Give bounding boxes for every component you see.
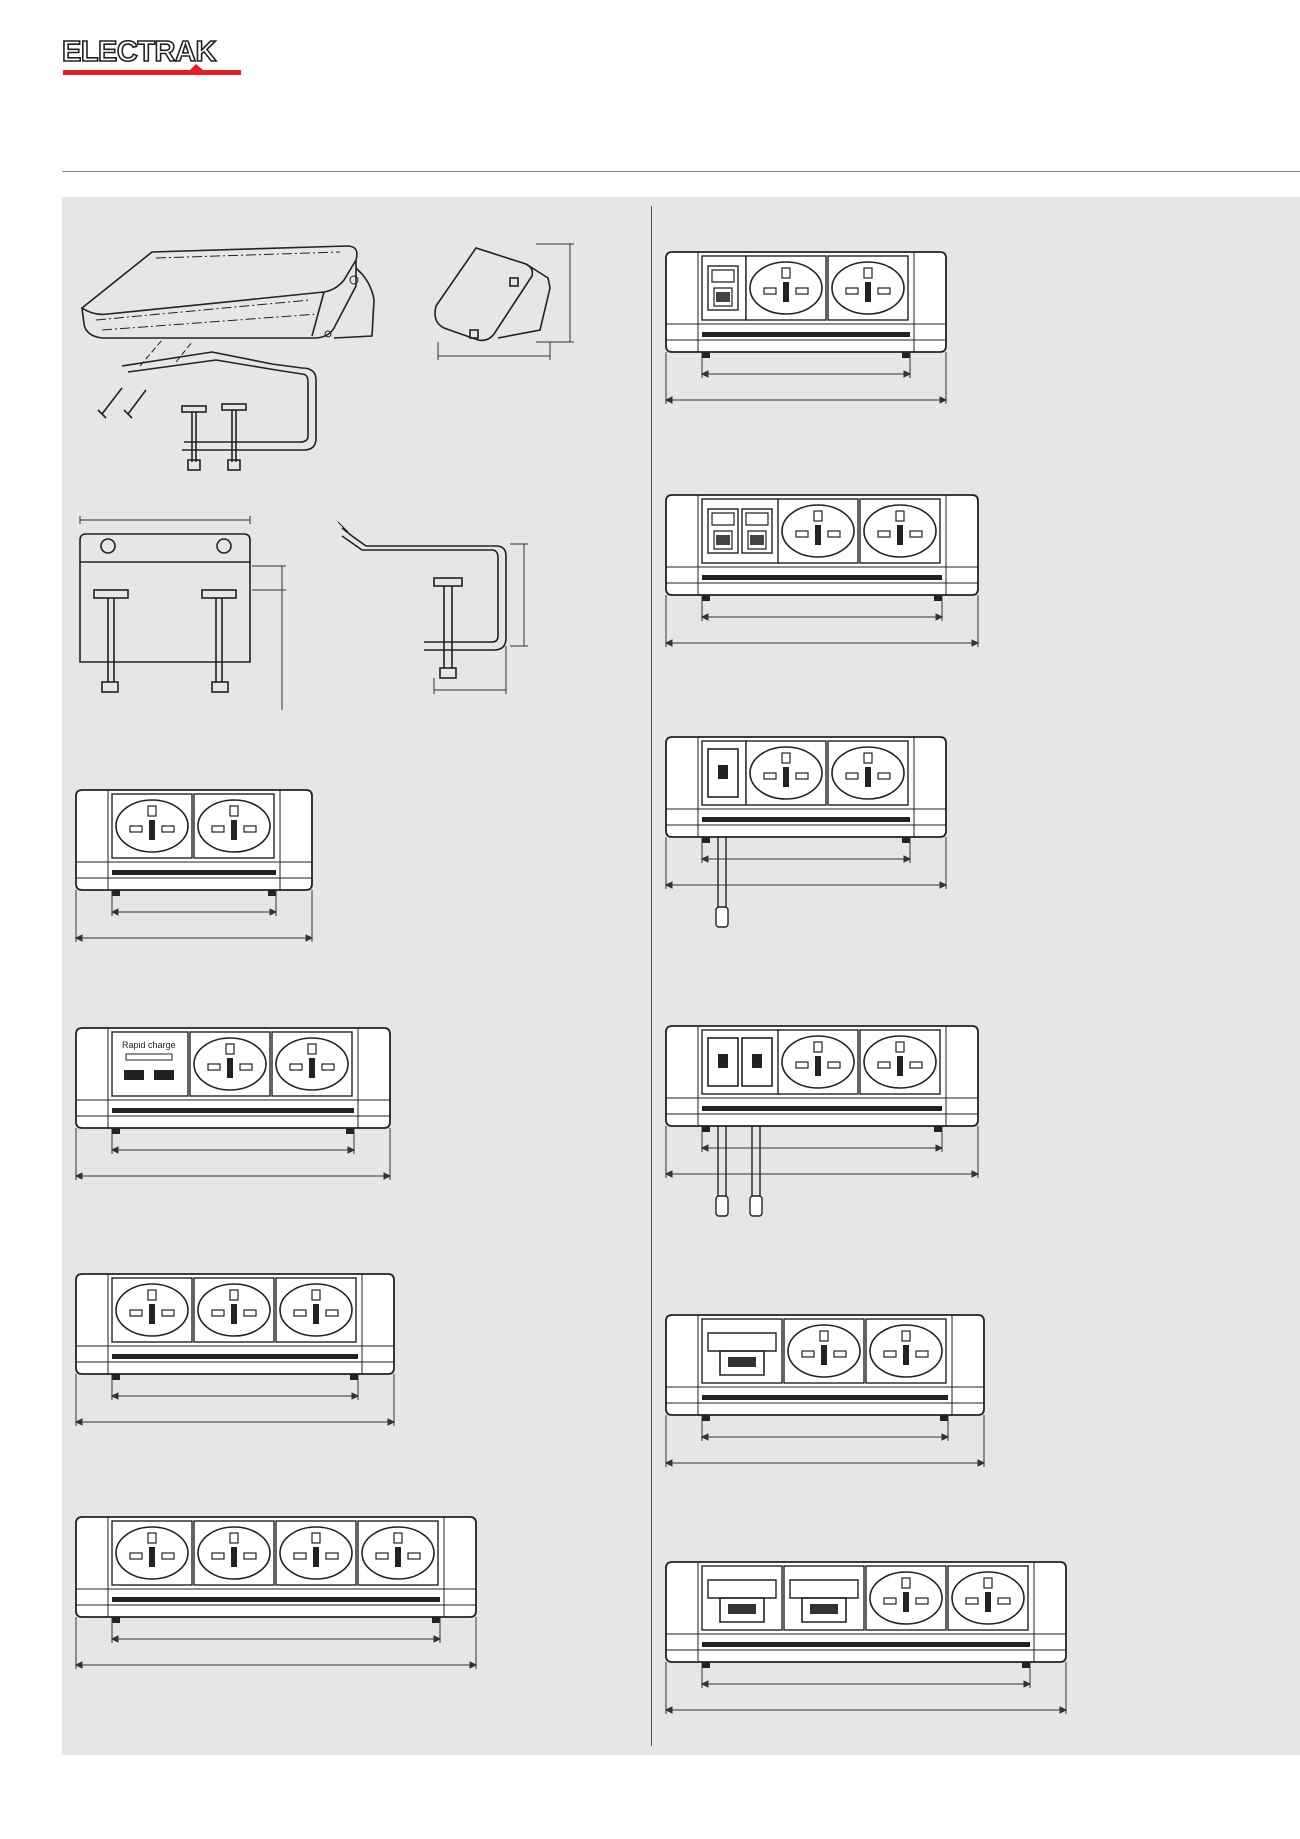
variant-2data-2-sockets <box>664 494 980 647</box>
dimension-lines <box>664 1415 986 1467</box>
variant-hdmi-2-sockets <box>664 1314 986 1467</box>
dimension-lines <box>664 837 948 889</box>
drawing-panel <box>62 197 1300 1755</box>
cable <box>717 837 727 907</box>
header-rule <box>62 171 1300 172</box>
dimension-lines <box>74 1374 396 1426</box>
usb-module-label: Rapid charge <box>122 1040 176 1050</box>
logo-wordmark: ELECTRAK <box>62 36 216 68</box>
isometric-view-with-clamp <box>80 245 375 471</box>
cable <box>717 1126 727 1196</box>
unit-cable-channel <box>112 1108 354 1113</box>
cable <box>751 1126 761 1196</box>
clamp-front-view <box>79 516 286 710</box>
dimension-lines <box>74 890 314 942</box>
unit-cable-channel <box>702 1395 948 1400</box>
dimension-lines <box>664 1126 980 1178</box>
variant-2-sockets <box>74 789 314 942</box>
variant-2av-2-sockets-cables <box>664 1025 980 1217</box>
unit-cable-channel <box>702 817 910 822</box>
dimension-lines <box>664 352 948 404</box>
variant-3-sockets <box>74 1273 396 1426</box>
cable-plug <box>715 906 729 928</box>
dimension-lines <box>664 1662 1068 1714</box>
logo-underline <box>63 64 241 75</box>
variant-usb-2-sockets: Rapid charge <box>74 1027 392 1180</box>
dimension-lines <box>74 1128 392 1180</box>
unit-cable-channel <box>702 575 942 580</box>
variant-data-2-sockets <box>664 251 948 404</box>
dimension-lines <box>74 1617 478 1669</box>
clamp-side-view <box>337 521 528 694</box>
variant-av-2-sockets-cable <box>664 736 948 928</box>
cable-plug <box>749 1195 763 1217</box>
variant-2hdmi-2-sockets <box>664 1561 1068 1714</box>
unit-cable-channel <box>702 332 910 337</box>
electrak-logo: ELECTRAK <box>62 35 241 75</box>
unit-cable-channel <box>702 1106 942 1111</box>
column-divider <box>651 206 652 1746</box>
variant-4-sockets <box>74 1516 478 1669</box>
unit-cable-channel <box>112 1354 358 1359</box>
unit-cable-channel <box>112 1597 440 1602</box>
unit-cable-channel <box>702 1642 1030 1647</box>
dimension-lines <box>664 595 980 647</box>
unit-cable-channel <box>112 870 276 875</box>
side-profile-view <box>434 243 574 360</box>
cable-plug <box>715 1195 729 1217</box>
